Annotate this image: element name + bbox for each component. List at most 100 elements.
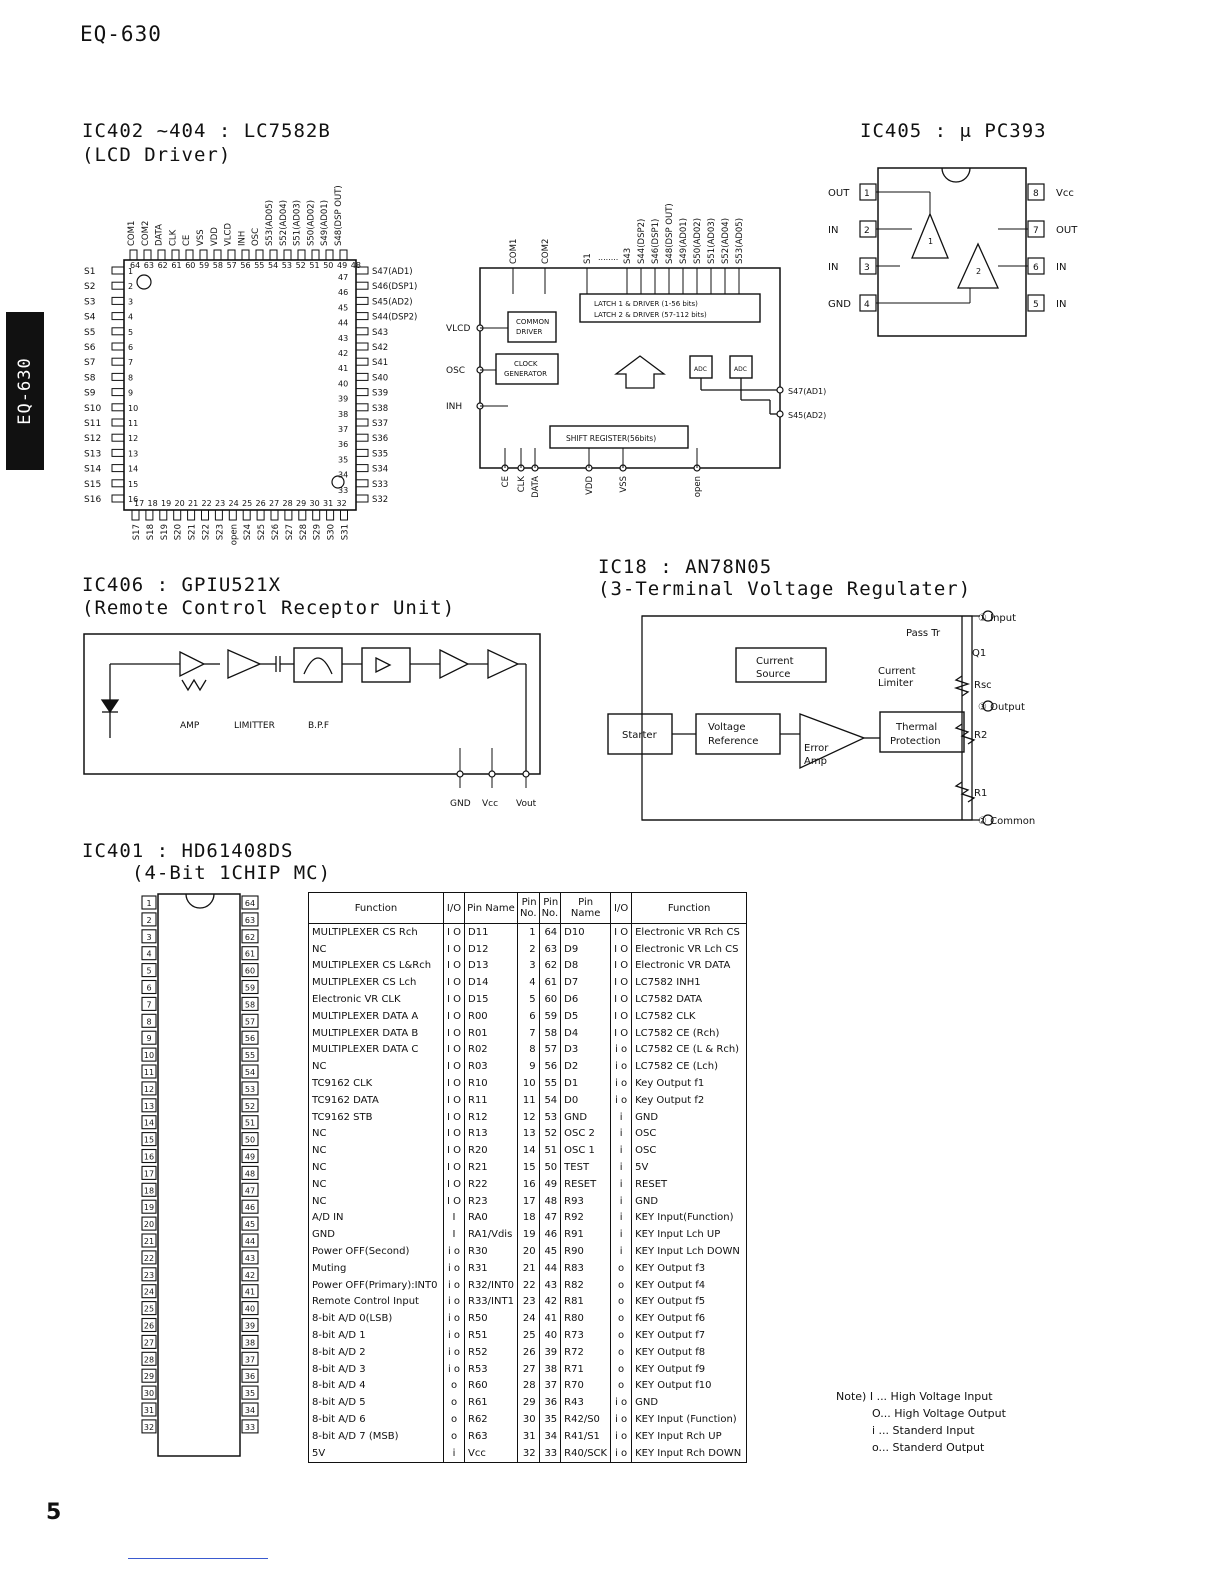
cell-io-left: I O xyxy=(443,1159,465,1176)
lcd-right-pin-stub xyxy=(355,448,369,457)
lcd-bottom-pin-label: S24 xyxy=(243,524,253,540)
upc-left-pin-number: 2 xyxy=(864,226,870,236)
lcd-left-pin-number: 10 xyxy=(128,404,138,413)
lcd-top-pin-label: S49(AD01) xyxy=(320,200,330,246)
mcu-right-pin-number: 37 xyxy=(245,1355,255,1364)
cell-io-left: i o xyxy=(443,1310,465,1328)
lcd-left-pin-number: 9 xyxy=(128,389,133,398)
lcd-left-pin-number: 3 xyxy=(128,297,133,306)
cell-pin-no-right: 62 xyxy=(538,957,562,975)
lcd-left-pin-number: 15 xyxy=(128,480,138,489)
lcd-bottom-pin-label: S26 xyxy=(271,524,281,540)
cell-fn-left: 8-bit A/D 7 (MSB) xyxy=(308,1427,444,1445)
cell-fn-left: Muting xyxy=(308,1259,444,1277)
lcd-bottom-pin-stub xyxy=(326,509,335,521)
mcu-left-pin-number: 6 xyxy=(146,984,151,993)
lcd-top-pin-label: S53(AD05) xyxy=(265,200,275,246)
mcu-left-pin-number: 24 xyxy=(144,1288,154,1297)
upc-right-pin-label: IN xyxy=(1056,262,1066,273)
lcd-bottom-pin-stub xyxy=(187,509,196,521)
side-tab-label: EQ-630 xyxy=(15,357,35,425)
cell-fn-right: KEY Output f8 xyxy=(631,1343,748,1361)
cell-pin-no-right: 58 xyxy=(538,1024,562,1042)
cell-pin-name-right: R72 xyxy=(560,1343,612,1361)
lcd-left-pin-number: 14 xyxy=(128,465,138,474)
mcu-right-pin-box xyxy=(241,1267,259,1282)
note-line: o... Standerd Output xyxy=(872,1441,985,1454)
lcd-block-top-label: S50(AD02) xyxy=(693,218,703,264)
lcd-top-pin-number: 54 xyxy=(268,261,278,270)
mcu-left-pin-box xyxy=(141,1047,157,1062)
remote-terminal-node xyxy=(456,770,464,778)
lcd-bottom-pin-label: S22 xyxy=(202,524,212,540)
lcd-top-pin-number: 59 xyxy=(199,261,209,270)
cell-pin-no-right: 39 xyxy=(538,1343,562,1361)
reg-block-label: Voltage xyxy=(708,722,746,733)
bottom-rule xyxy=(128,1558,268,1559)
cell-pin-no-left: 8 xyxy=(516,1041,540,1059)
mcu-right-pin-number: 39 xyxy=(245,1322,255,1331)
mcu-right-pin-box xyxy=(241,1317,259,1333)
cell-fn-right: LC7582 CE (Rch) xyxy=(631,1024,748,1042)
cell-pin-name-left: R12 xyxy=(464,1108,518,1126)
mcu-right-pin-number: 38 xyxy=(245,1338,255,1347)
lcd-block-bottom-label: DATA xyxy=(531,476,541,498)
mcu-right-pin-box xyxy=(241,996,259,1011)
cell-io-left: o xyxy=(443,1394,465,1412)
cell-pin-name-right: GND xyxy=(560,1108,612,1126)
cell-pin-no-left: 31 xyxy=(516,1427,540,1445)
lcd-left-pin-label: S14 xyxy=(84,465,101,475)
lcd-right-pin-stub xyxy=(355,433,369,442)
mcu-left-pin-box xyxy=(141,979,157,995)
cell-pin-name-left: D11 xyxy=(464,923,518,941)
mcu-left-pin-box xyxy=(141,1148,157,1164)
mcu-left-pin-box xyxy=(141,1216,157,1231)
lcd-top-pin-label: VDD xyxy=(210,227,220,246)
lcd-block-dots: ........ xyxy=(598,253,618,262)
cell-pin-no-right: 44 xyxy=(538,1259,562,1277)
cell-pin-no-right: 56 xyxy=(538,1058,562,1076)
lcd-top-pin-label: OSC xyxy=(251,228,261,246)
upc-left-pin-label: IN xyxy=(828,262,838,273)
reg-block-label: Reference xyxy=(708,736,758,747)
cell-pin-no-right: 46 xyxy=(538,1226,562,1244)
cell-fn-left: GND xyxy=(308,1226,444,1244)
mcu-right-pin-box xyxy=(241,1081,259,1096)
mcu-left-pin-box xyxy=(141,1284,157,1299)
lcd-right-pin-number: 42 xyxy=(338,349,348,358)
lcd-bottom-pin-label: S31 xyxy=(341,524,351,540)
mcu-right-pin-number: 33 xyxy=(245,1423,255,1432)
lcd-block-top-label: S1 xyxy=(583,253,593,264)
cell-pin-no-right: 51 xyxy=(538,1142,562,1160)
cell-pin-name-right: OSC 2 xyxy=(560,1125,612,1143)
cell-pin-no-right: 41 xyxy=(538,1310,562,1328)
lcd-left-pin-label: S5 xyxy=(84,328,95,338)
lcd-top-pin-stub xyxy=(213,249,222,261)
mcu-left-pin-box xyxy=(141,946,157,961)
upc-right-pin-label: Vcc xyxy=(1056,188,1074,199)
lcd-latch-box xyxy=(579,293,761,323)
cell-pin-name-left: R50 xyxy=(464,1310,518,1328)
cell-fn-left: 8-bit A/D 3 xyxy=(308,1360,444,1378)
cell-pin-no-right: 34 xyxy=(538,1427,562,1445)
cell-io-left: I O xyxy=(443,991,465,1008)
cell-pin-no-left: 30 xyxy=(516,1411,540,1428)
cell-io-right: i xyxy=(610,1159,633,1176)
lcd-top-pin-number: 48 xyxy=(351,261,361,270)
mcu-left-pin-number: 18 xyxy=(144,1186,154,1195)
cell-io-right: i xyxy=(610,1192,633,1210)
lcd-left-pin-stub xyxy=(111,433,125,442)
cell-pin-no-right: 47 xyxy=(538,1209,562,1227)
cell-pin-name-right: D7 xyxy=(560,974,612,992)
cell-io-left: I O xyxy=(443,1024,465,1042)
cell-pin-no-right: 52 xyxy=(538,1125,562,1143)
cell-pin-no-left: 21 xyxy=(516,1259,540,1277)
cell-io-right: i o xyxy=(610,1091,633,1109)
note-legend: Note) I ... High Voltage Input O... High… xyxy=(836,1388,1006,1456)
lcd-bottom-pin-label: S25 xyxy=(257,524,267,540)
cell-pin-no-right: 50 xyxy=(538,1159,562,1176)
